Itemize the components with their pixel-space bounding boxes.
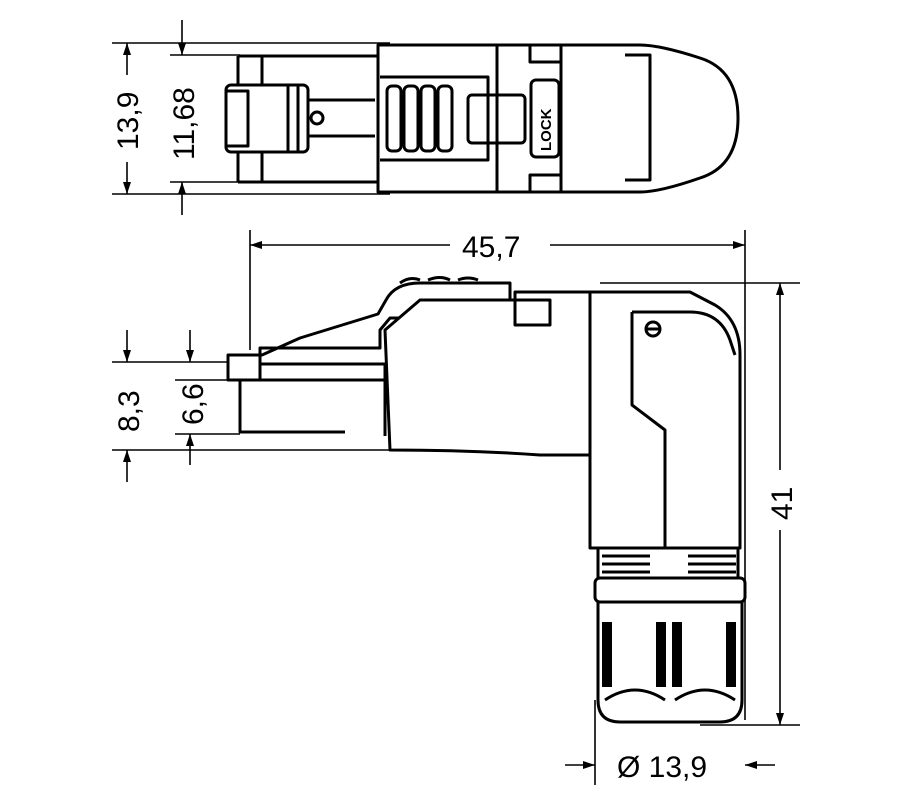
dim-side-height-b: 6,6 xyxy=(177,383,210,425)
cable-gland xyxy=(596,600,744,724)
grip-frame xyxy=(380,75,490,162)
side-view: 45,7 41 8,3 6,6 Ø 13,9 xyxy=(112,230,800,785)
gland-rib xyxy=(602,622,612,687)
gland-rib xyxy=(672,622,682,687)
dim-top-plug-height: 11,68 xyxy=(168,87,201,160)
housing-body xyxy=(383,290,592,457)
top-view: 13,9 11,68 LOCK xyxy=(112,20,740,215)
gland-rib xyxy=(656,622,666,687)
plug-latch-window xyxy=(224,89,250,148)
dim-side-overall-height: 41 xyxy=(766,487,799,520)
screw-icon xyxy=(644,320,662,338)
gland-rib xyxy=(726,622,736,687)
plug-contacts xyxy=(238,362,387,436)
lock-label: LOCK xyxy=(538,108,555,151)
housing-elbow xyxy=(588,290,742,550)
dim-side-overall-length: 45,7 xyxy=(462,231,520,264)
dim-top-overall-height: 13,9 xyxy=(112,92,145,150)
dim-side-height-a: 8,3 xyxy=(113,390,146,432)
plug-outline xyxy=(236,54,390,184)
gland-nut xyxy=(593,576,747,604)
screw-icon xyxy=(309,110,325,126)
plug-latch xyxy=(224,83,310,154)
dim-cable-diameter: Ø 13,9 xyxy=(617,751,707,784)
thread-area xyxy=(596,546,740,580)
elbow-cover xyxy=(630,310,737,548)
lock-badge xyxy=(529,78,561,159)
